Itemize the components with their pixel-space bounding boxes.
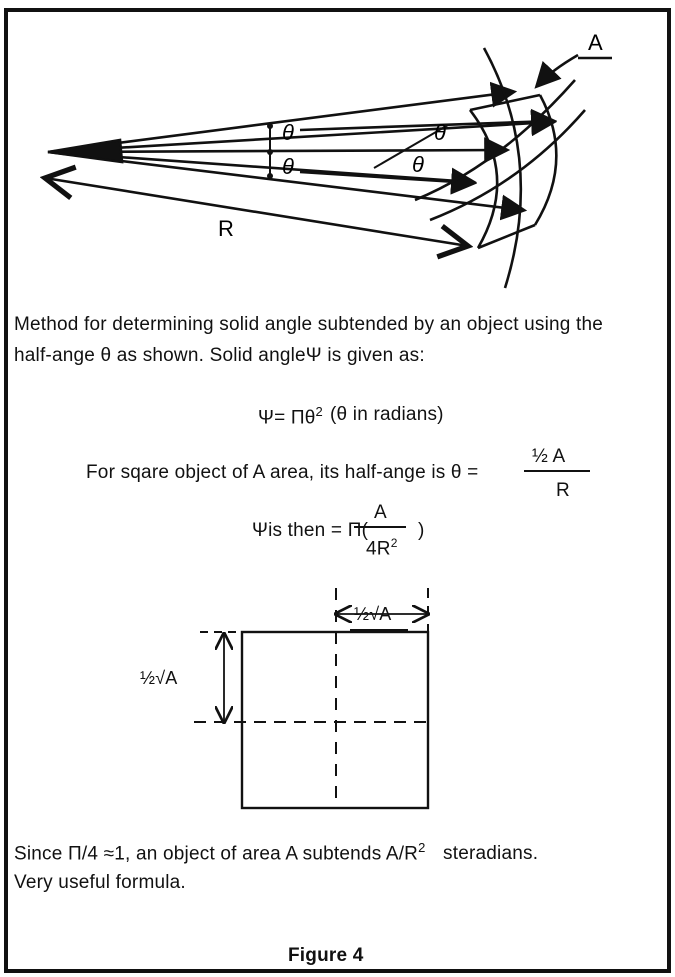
square-top-label: ½√A — [354, 604, 392, 624]
figure-label: Figure 4 — [288, 945, 364, 966]
object-surface — [468, 109, 499, 249]
close-paren: ) — [418, 520, 425, 541]
label-r: R — [218, 216, 234, 241]
label-a: A — [588, 30, 603, 55]
ray-3 — [47, 137, 511, 164]
label-theta-3: θ — [434, 120, 446, 145]
caption-line-2: half-ange θ as shown. Solid angleΨ is gi… — [14, 345, 425, 366]
fraction-1-denominator: R — [556, 480, 570, 501]
label-theta-4: θ — [412, 152, 424, 177]
fraction-1-bar — [524, 470, 590, 472]
fraction-2-bar — [354, 526, 406, 528]
conclusion-line-2: Very useful formula. — [14, 872, 186, 893]
square-text: For sqare object of A area, its half-ang… — [86, 462, 479, 483]
psi-formula: Ψ= Πθ2 — [258, 404, 323, 429]
fraction-2-denominator: 4R2 — [366, 536, 398, 560]
area-pointer — [534, 53, 579, 89]
caption-line-1: Method for determining solid angle subte… — [14, 314, 604, 335]
fraction-1-numerator: ½ A — [532, 446, 566, 467]
psi-then: Ψis then = Π( — [252, 520, 369, 541]
label-theta-1: θ — [282, 120, 294, 145]
ray-diagram: θ θ θ θ R A — [0, 30, 612, 289]
figure-frame — [4, 8, 671, 973]
fraction-2-numerator: A — [374, 502, 387, 523]
psi-note: (θ in radians) — [330, 404, 444, 425]
ray-2 — [47, 110, 558, 154]
r-dimension — [45, 178, 468, 246]
label-theta-2: θ — [282, 154, 294, 179]
conclusion-line-1: Since Π/4 ≈1, an object of area A subten… — [14, 840, 539, 865]
square-side-label: ½√A — [140, 668, 178, 688]
apex-fan — [47, 138, 124, 164]
ray-1 — [47, 81, 518, 154]
